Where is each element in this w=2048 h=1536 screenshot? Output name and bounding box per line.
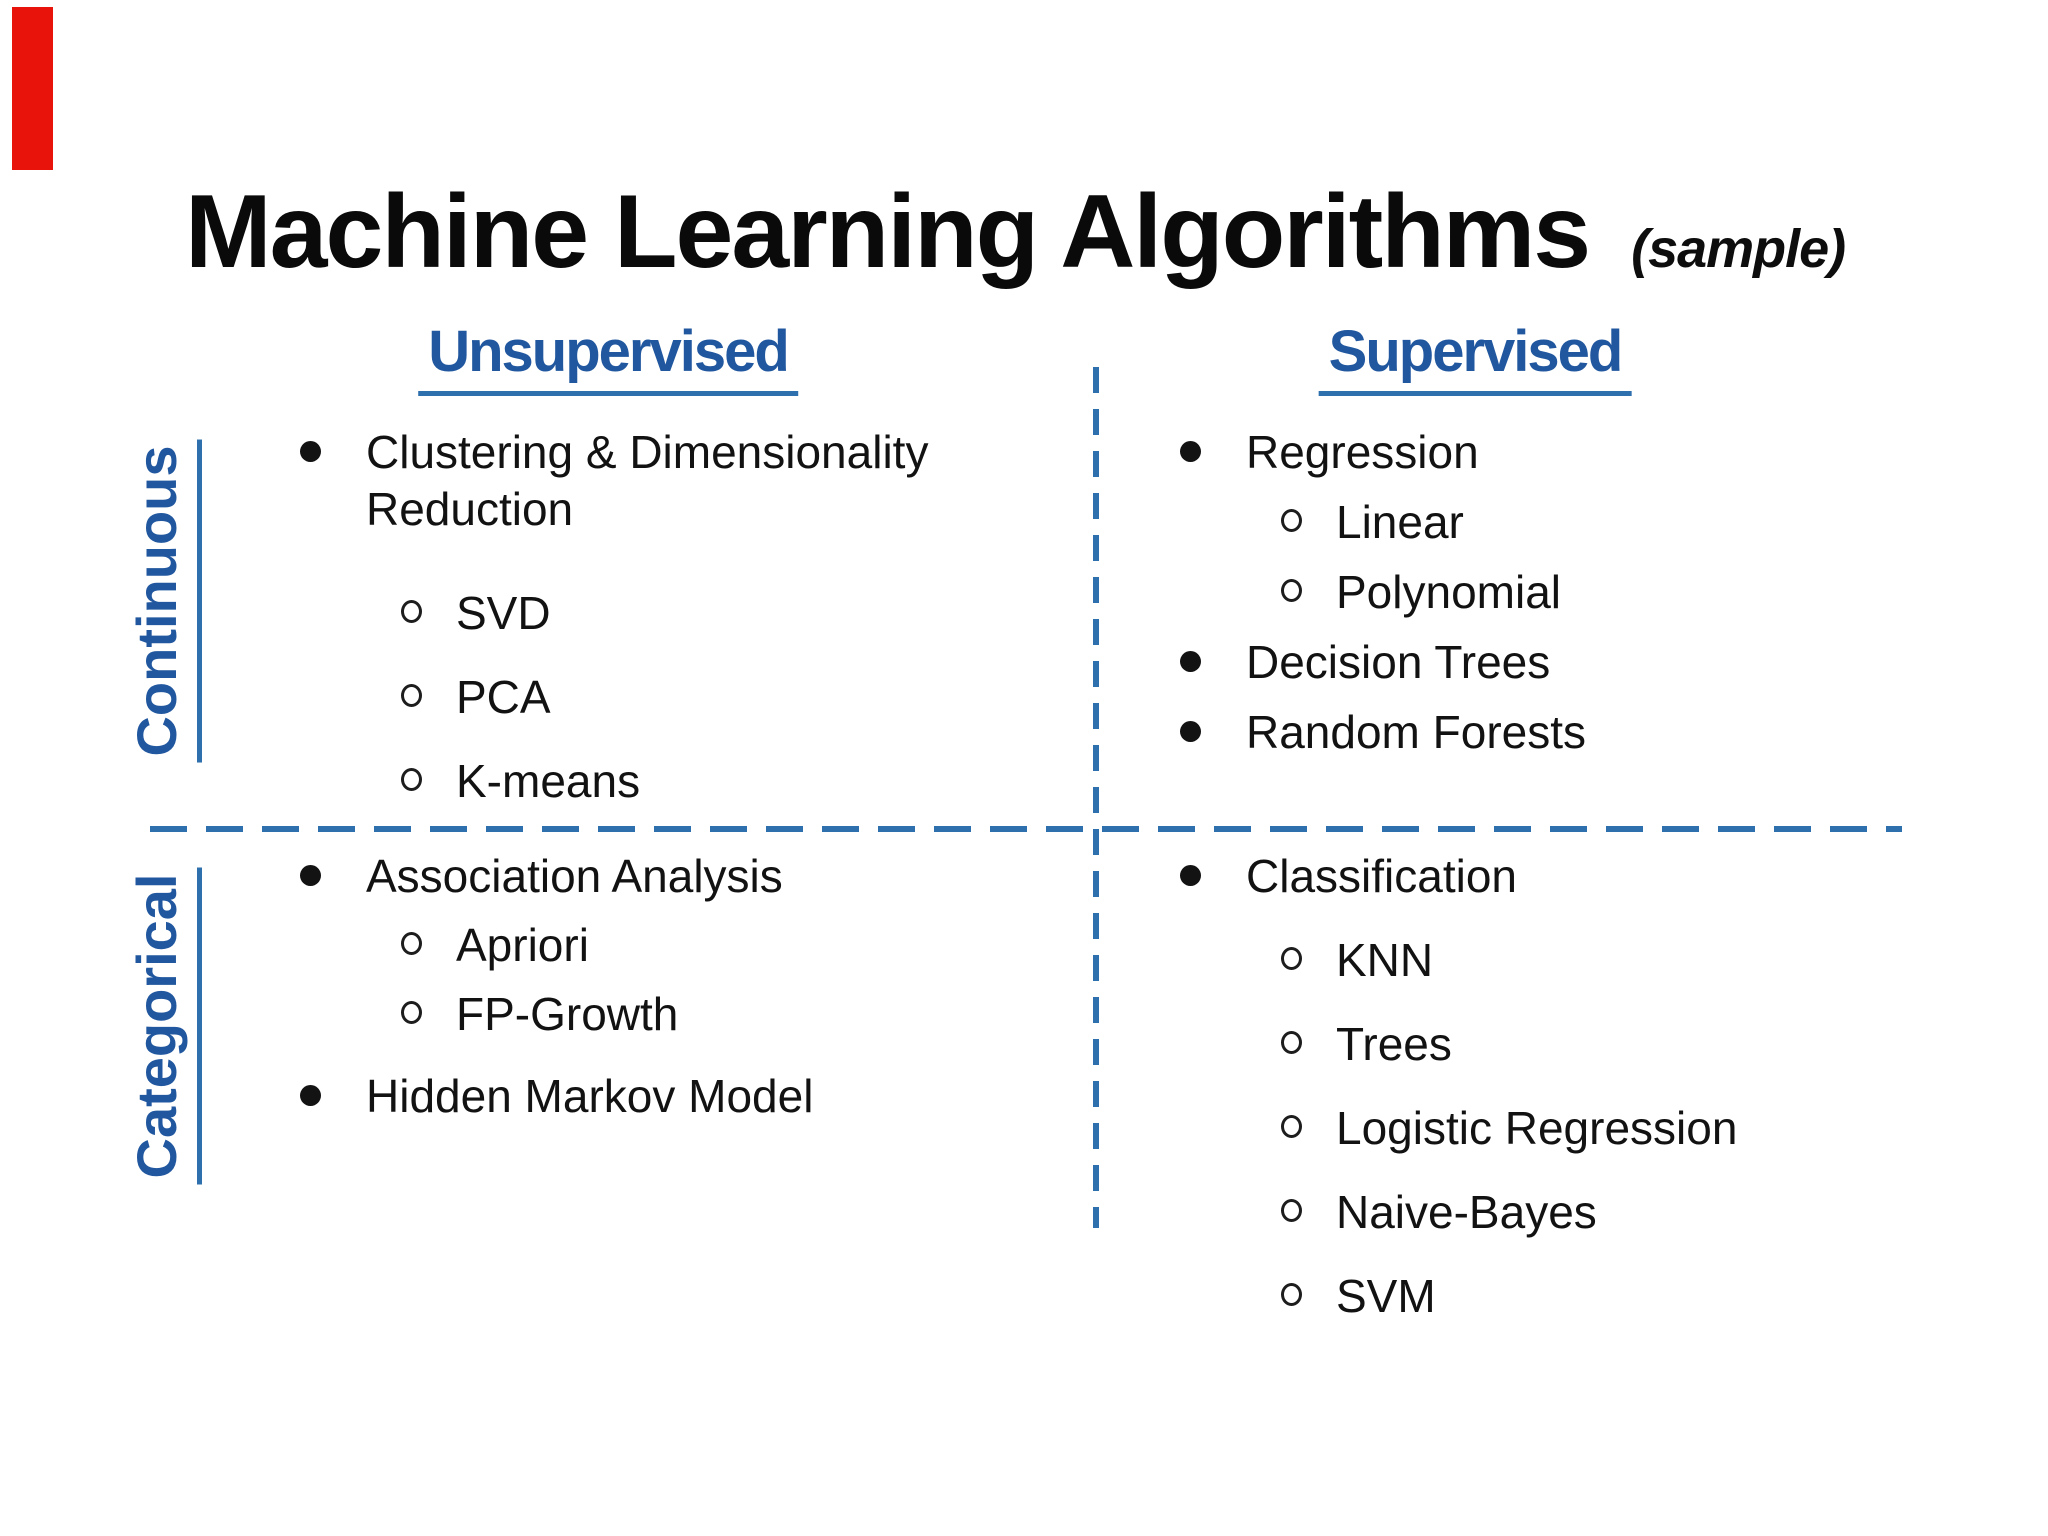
hollow-circle-bullet-icon xyxy=(1281,509,1302,532)
list-item: Classification xyxy=(1180,848,2020,905)
hollow-circle-bullet-icon xyxy=(1281,1115,1302,1138)
list-item-label: Classification xyxy=(1246,850,1517,902)
hollow-circle-bullet-icon xyxy=(1281,947,1302,970)
filled-circle-bullet-icon xyxy=(300,441,321,462)
hollow-circle-bullet-icon xyxy=(1281,1031,1302,1054)
list-item-label: Random Forests xyxy=(1246,706,1587,758)
row-label-continuous: Continuous xyxy=(124,439,202,763)
filled-circle-bullet-icon xyxy=(1180,865,1201,886)
list-item-label: Clustering & Dimensionality Reduction xyxy=(366,426,929,535)
hollow-circle-bullet-icon xyxy=(1281,1283,1302,1306)
list-item: Regression xyxy=(1180,424,2010,481)
list-item: Naive-Bayes xyxy=(1180,1184,2020,1241)
title-row: Machine Learning Algorithms (sample) xyxy=(185,174,1846,290)
filled-circle-bullet-icon xyxy=(1180,441,1201,462)
list-item-label: Polynomial xyxy=(1336,566,1561,618)
filled-circle-bullet-icon xyxy=(1180,651,1201,672)
filled-circle-bullet-icon xyxy=(300,1085,321,1106)
column-header-unsupervised: Unsupervised xyxy=(418,318,798,396)
hollow-circle-bullet-icon xyxy=(401,600,422,623)
red-accent-bar xyxy=(12,7,53,170)
list-item-label: Decision Trees xyxy=(1246,636,1551,688)
list-item-label: Association Analysis xyxy=(366,850,783,902)
list-item: Association Analysis xyxy=(300,848,1070,905)
list-item-label: Regression xyxy=(1246,426,1479,478)
title-sample-label: (sample) xyxy=(1631,219,1846,279)
list-item: FP-Growth xyxy=(300,986,1070,1043)
list-item: Hidden Markov Model xyxy=(300,1068,1070,1125)
hollow-circle-bullet-icon xyxy=(1281,579,1302,602)
filled-circle-bullet-icon xyxy=(1180,721,1201,742)
list-item: KNN xyxy=(1180,932,2020,989)
filled-circle-bullet-icon xyxy=(300,865,321,886)
hollow-circle-bullet-icon xyxy=(401,684,422,707)
row-label-categorical: Categorical xyxy=(124,867,202,1185)
list-item: Trees xyxy=(1180,1016,2020,1073)
list-item: Linear xyxy=(1180,494,2010,551)
hollow-circle-bullet-icon xyxy=(401,1001,422,1024)
list-item-label: KNN xyxy=(1336,934,1434,986)
list-item-label: Logistic Regression xyxy=(1336,1102,1738,1154)
list-item-label: PCA xyxy=(456,671,551,723)
list-item: SVM xyxy=(1180,1268,2020,1325)
list-item-label: K-means xyxy=(456,755,641,807)
list-item-label: FP-Growth xyxy=(456,988,679,1040)
horizontal-dashed-divider xyxy=(150,826,1902,832)
column-header-supervised: Supervised xyxy=(1318,318,1632,396)
list-item-label: Linear xyxy=(1336,496,1464,548)
hollow-circle-bullet-icon xyxy=(1281,1199,1302,1222)
list-item-label: Naive-Bayes xyxy=(1336,1186,1597,1238)
hollow-circle-bullet-icon xyxy=(401,932,422,955)
list-item: Random Forests xyxy=(1180,704,2010,761)
list-item: Logistic Regression xyxy=(1180,1100,2020,1157)
list-item: SVD xyxy=(300,585,1070,642)
list-item-label: Hidden Markov Model xyxy=(366,1070,814,1122)
list-item-label: SVD xyxy=(456,587,551,639)
hollow-circle-bullet-icon xyxy=(401,768,422,791)
list-item: Polynomial xyxy=(1180,564,2010,621)
list-item: Decision Trees xyxy=(1180,634,2010,691)
list-item: Apriori xyxy=(300,917,1070,974)
page-title: Machine Learning Algorithms xyxy=(185,174,1591,290)
list-item: K-means xyxy=(300,753,1070,810)
list-item: PCA xyxy=(300,669,1070,726)
list-item-label: Apriori xyxy=(456,919,589,971)
list-item: Clustering & Dimensionality Reduction xyxy=(300,424,1070,538)
list-item-label: Trees xyxy=(1336,1018,1452,1070)
vertical-dashed-divider xyxy=(1093,367,1099,1228)
list-item-label: SVM xyxy=(1336,1270,1436,1322)
